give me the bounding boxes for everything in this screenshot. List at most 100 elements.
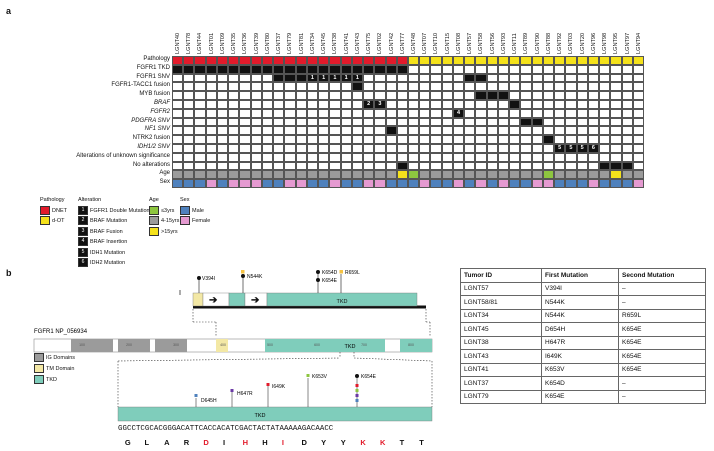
- grid-cell: [542, 126, 555, 136]
- grid-cell: [520, 144, 532, 153]
- grid-cell: [554, 117, 566, 127]
- grid-cell: [172, 161, 184, 171]
- grid-cell: [363, 170, 375, 180]
- grid-cell: [576, 82, 588, 92]
- grid-cell: [183, 144, 195, 153]
- grid-cell: [419, 73, 431, 83]
- legend-swatch: 1: [78, 205, 88, 215]
- grid-cell: [306, 161, 319, 171]
- grid-cell: [216, 144, 229, 153]
- svg-text:600: 600: [314, 343, 320, 347]
- grid-cell: [250, 126, 262, 136]
- grid-cell: [565, 161, 577, 171]
- grid-cell: [565, 73, 577, 83]
- grid-cell: [531, 179, 543, 188]
- row-label: Pathology: [143, 56, 170, 62]
- grid-cell: [183, 56, 195, 65]
- column-label: LGNT75: [366, 32, 373, 54]
- grid-cell: [250, 100, 262, 109]
- zoom-tkd-label: TKD: [255, 413, 266, 419]
- grid-cell: [430, 161, 442, 171]
- grid-cell: [509, 126, 521, 136]
- grid-cell: [565, 152, 577, 162]
- alteration-cell: [284, 73, 296, 83]
- grid-cell: [205, 108, 217, 118]
- grid-cell: [441, 179, 453, 188]
- grid-cell: [306, 152, 319, 162]
- table-cell: –: [618, 376, 706, 391]
- grid-cell: [250, 117, 262, 127]
- grid-cell: [295, 152, 307, 162]
- grid-cell: [172, 179, 184, 188]
- grid-cell: [464, 126, 476, 136]
- grid-cell: [396, 170, 408, 180]
- grid-cell: [374, 82, 386, 92]
- grid-cell: [531, 135, 543, 144]
- grid-cell: [599, 179, 611, 188]
- grid-cell: [374, 170, 386, 180]
- grid-cell: [295, 170, 307, 180]
- alteration-cell: [205, 64, 217, 74]
- full-tkd-label: TKD: [345, 344, 356, 350]
- grid-cell: [565, 179, 577, 188]
- grid-cell: [228, 152, 240, 162]
- grid-cell: [419, 126, 431, 136]
- grid-cell: [340, 108, 352, 118]
- grid-cell: [542, 91, 555, 100]
- column-label: LGNT57: [467, 32, 474, 54]
- grid-cell: [205, 144, 217, 153]
- grid-cell: [239, 135, 251, 144]
- grid-cell: [509, 82, 521, 92]
- grid-cell: [497, 144, 510, 153]
- grid-cell: [554, 135, 566, 144]
- amino-acid: Y: [321, 438, 327, 447]
- column-label: LGNT98: [602, 32, 609, 54]
- svg-text:400: 400: [220, 343, 226, 347]
- amino-acid: A: [164, 438, 170, 447]
- grid-cell: [396, 73, 408, 83]
- grid-cell: [430, 100, 442, 109]
- grid-cell: [194, 108, 206, 118]
- alteration-cell: [295, 73, 307, 83]
- grid-cell: [610, 73, 622, 83]
- grid-cell: [284, 144, 296, 153]
- mutation-table-wrapper: Tumor ID First Mutation Second Mutation …: [460, 268, 706, 404]
- grid-cell: [486, 108, 498, 118]
- grid-cell: [261, 126, 274, 136]
- grid-cell: [441, 100, 453, 109]
- grid-cell: [273, 135, 285, 144]
- grid-cell: [621, 56, 633, 65]
- grid-cell: [452, 91, 465, 100]
- grid-cell: [194, 135, 206, 144]
- grid-cell: [318, 161, 330, 171]
- svg-text:200: 200: [126, 343, 132, 347]
- column-label: LGNT81: [298, 32, 305, 54]
- grid-cell: [497, 135, 510, 144]
- zoom-label-k653v: K653V: [312, 374, 328, 380]
- alteration-cell: 1: [351, 73, 364, 83]
- grid-cell: [239, 100, 251, 109]
- grid-cell: [318, 82, 330, 92]
- grid-cell: [374, 126, 386, 136]
- grid-cell: [419, 135, 431, 144]
- alteration-cell: [385, 64, 397, 74]
- grid-cell: [183, 82, 195, 92]
- table-cell: LGNT79: [460, 389, 542, 404]
- grid-cell: [452, 152, 465, 162]
- grid-cell: [542, 64, 555, 74]
- legend-item: d-OT: [40, 216, 67, 225]
- grid-cell: [464, 100, 476, 109]
- grid-cell: [363, 108, 375, 118]
- grid-cell: [542, 117, 555, 127]
- grid-cell: [509, 56, 521, 65]
- grid-cell: [531, 82, 543, 92]
- grid-cell: [520, 82, 532, 92]
- grid-cell: [273, 126, 285, 136]
- grid-cell: [632, 108, 644, 118]
- grid-cell: [497, 73, 510, 83]
- grid-cell: [576, 64, 588, 74]
- column-label: LGNT78: [186, 32, 193, 54]
- alteration-cell: [250, 64, 262, 74]
